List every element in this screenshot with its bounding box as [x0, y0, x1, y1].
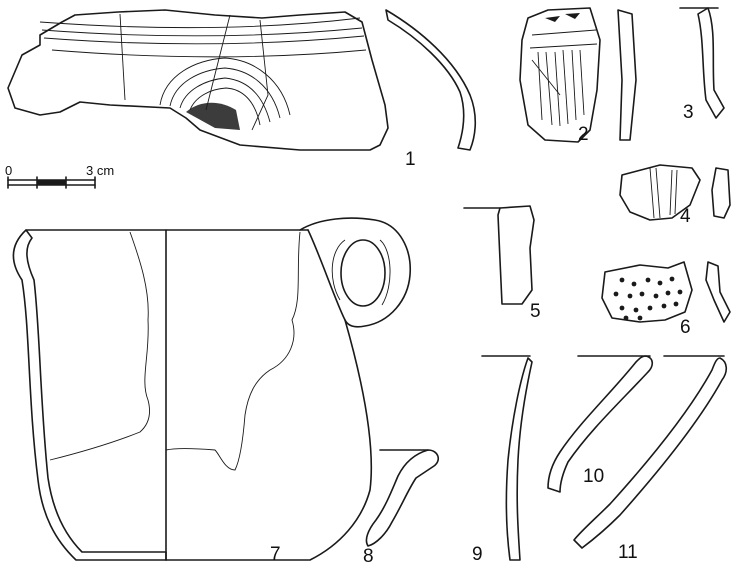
sherd-3-profile	[679, 7, 725, 119]
sherd-10-profile	[547, 355, 654, 493]
sherd-1-drawing	[7, 9, 389, 151]
punctate-dot	[633, 307, 639, 313]
punctate-dot	[677, 289, 683, 295]
figure-number-5: 5	[530, 301, 541, 322]
scale-end-label: 3 cm	[86, 163, 114, 178]
figure-number-3: 3	[683, 102, 694, 123]
figure-number-4: 4	[680, 206, 691, 227]
figure-number-7: 7	[270, 544, 281, 565]
sherd-1-profile	[385, 9, 477, 151]
punctate-dot	[653, 293, 659, 299]
sherd-2-profile	[617, 9, 637, 141]
punctate-dots	[613, 276, 683, 321]
punctate-dot	[645, 277, 651, 283]
figure-number-8: 8	[363, 546, 374, 567]
figure-number-6: 6	[680, 317, 691, 338]
sherd-9-profile	[481, 355, 533, 561]
punctate-dot	[631, 281, 637, 287]
figure-number-11: 11	[618, 542, 638, 563]
punctate-dot	[661, 303, 667, 309]
sherd-6-profile	[705, 261, 731, 323]
punctate-dot	[613, 291, 619, 297]
punctate-dot	[665, 290, 671, 296]
punctate-dot	[619, 305, 625, 311]
punctate-dot	[627, 293, 633, 299]
punctate-dot	[669, 276, 675, 282]
punctate-dot	[657, 280, 663, 286]
vessel-7-drawing	[12, 217, 411, 561]
sherd-5-profile	[463, 205, 535, 305]
punctate-dot	[673, 301, 679, 307]
sherd-11-profile	[573, 355, 728, 549]
scale-bar	[7, 176, 96, 189]
punctate-dot	[623, 315, 629, 321]
sherd-6-drawing	[601, 261, 693, 323]
punctate-dot	[637, 315, 643, 321]
figure-number-9: 9	[472, 544, 483, 565]
figure-number-1: 1	[405, 149, 416, 170]
punctate-dot	[647, 305, 653, 311]
sherd-2-drawing	[519, 7, 601, 143]
sherd-8-profile	[365, 449, 440, 547]
punctate-dot	[619, 277, 625, 283]
sherd-4-profile	[711, 167, 731, 219]
sherd-4-drawing	[619, 164, 701, 221]
figure-number-2: 2	[578, 124, 589, 145]
punctate-dot	[639, 291, 645, 297]
scale-start-label: 0	[5, 163, 12, 178]
figure-number-10: 10	[583, 466, 604, 487]
